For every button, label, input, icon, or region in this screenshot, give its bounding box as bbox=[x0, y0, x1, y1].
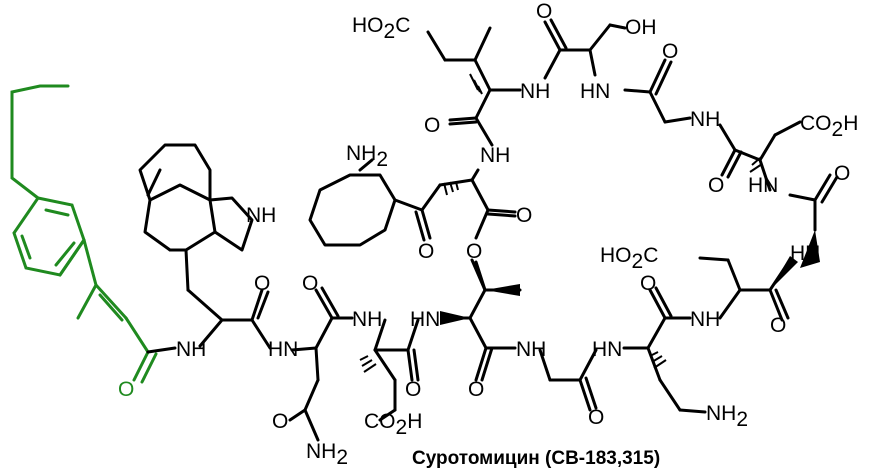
nh-label: NH bbox=[516, 338, 546, 361]
hn-label: HN bbox=[410, 308, 440, 331]
oxygen-label: O bbox=[468, 378, 484, 401]
oxygen-label: O bbox=[418, 240, 434, 263]
nh-label: NH bbox=[352, 308, 382, 331]
ho2c-mid-label: HO2C bbox=[600, 244, 658, 273]
oxygen-label: O bbox=[405, 378, 421, 401]
lipid-tail bbox=[10, 84, 158, 384]
hn-label: HN bbox=[580, 80, 610, 103]
nh-label: NH bbox=[690, 108, 720, 131]
indole-ring bbox=[143, 183, 217, 252]
nh2-orn-label: NH2 bbox=[706, 402, 748, 431]
ho2c-top-label: HO2C bbox=[352, 14, 410, 43]
hn-label: HN bbox=[790, 242, 820, 265]
oxygen-label: O bbox=[662, 40, 678, 63]
peptide-backbone bbox=[138, 18, 839, 442]
oxygen-label: O bbox=[516, 204, 532, 227]
oxygen-label: O bbox=[424, 114, 440, 137]
pentyl-chain bbox=[10, 84, 70, 200]
enamide-oxygen: O bbox=[118, 378, 134, 401]
oxygen-label: O bbox=[834, 162, 850, 185]
oxygen-label: O bbox=[536, 0, 552, 23]
oxygen-label: O bbox=[302, 272, 318, 295]
oh-label: OH bbox=[625, 16, 657, 39]
stereo-wedges bbox=[440, 230, 820, 325]
hashed-bonds bbox=[359, 73, 763, 373]
oxygen-label: O bbox=[272, 410, 288, 433]
oxygen-label: O bbox=[588, 406, 604, 429]
oxygen-label: O bbox=[466, 240, 482, 263]
nh-label: NH bbox=[480, 144, 510, 167]
co2h-low-label: CO2H bbox=[364, 410, 422, 439]
nh-label: NH bbox=[690, 308, 720, 331]
aniline-ring bbox=[308, 173, 397, 247]
compound-name: Суротомицин (CB-183,315) bbox=[412, 448, 661, 469]
nh2-asn-label: NH2 bbox=[306, 440, 348, 469]
nh-label: NH bbox=[520, 80, 550, 103]
nh-label: NH bbox=[176, 338, 206, 361]
hn-label: HN bbox=[268, 338, 298, 361]
nh2-aryl-label: NH2 bbox=[346, 142, 388, 171]
oxygen-label: O bbox=[254, 272, 270, 295]
oxygen-label: O bbox=[708, 174, 724, 197]
indole-nh-label: NH bbox=[246, 204, 276, 227]
hn-label: HN bbox=[748, 174, 778, 197]
hn-label: HN bbox=[592, 338, 622, 361]
oxygen-label: O bbox=[640, 272, 656, 295]
oxygen-label: O bbox=[770, 314, 786, 337]
co2h-right-label: CO2H bbox=[800, 112, 858, 141]
